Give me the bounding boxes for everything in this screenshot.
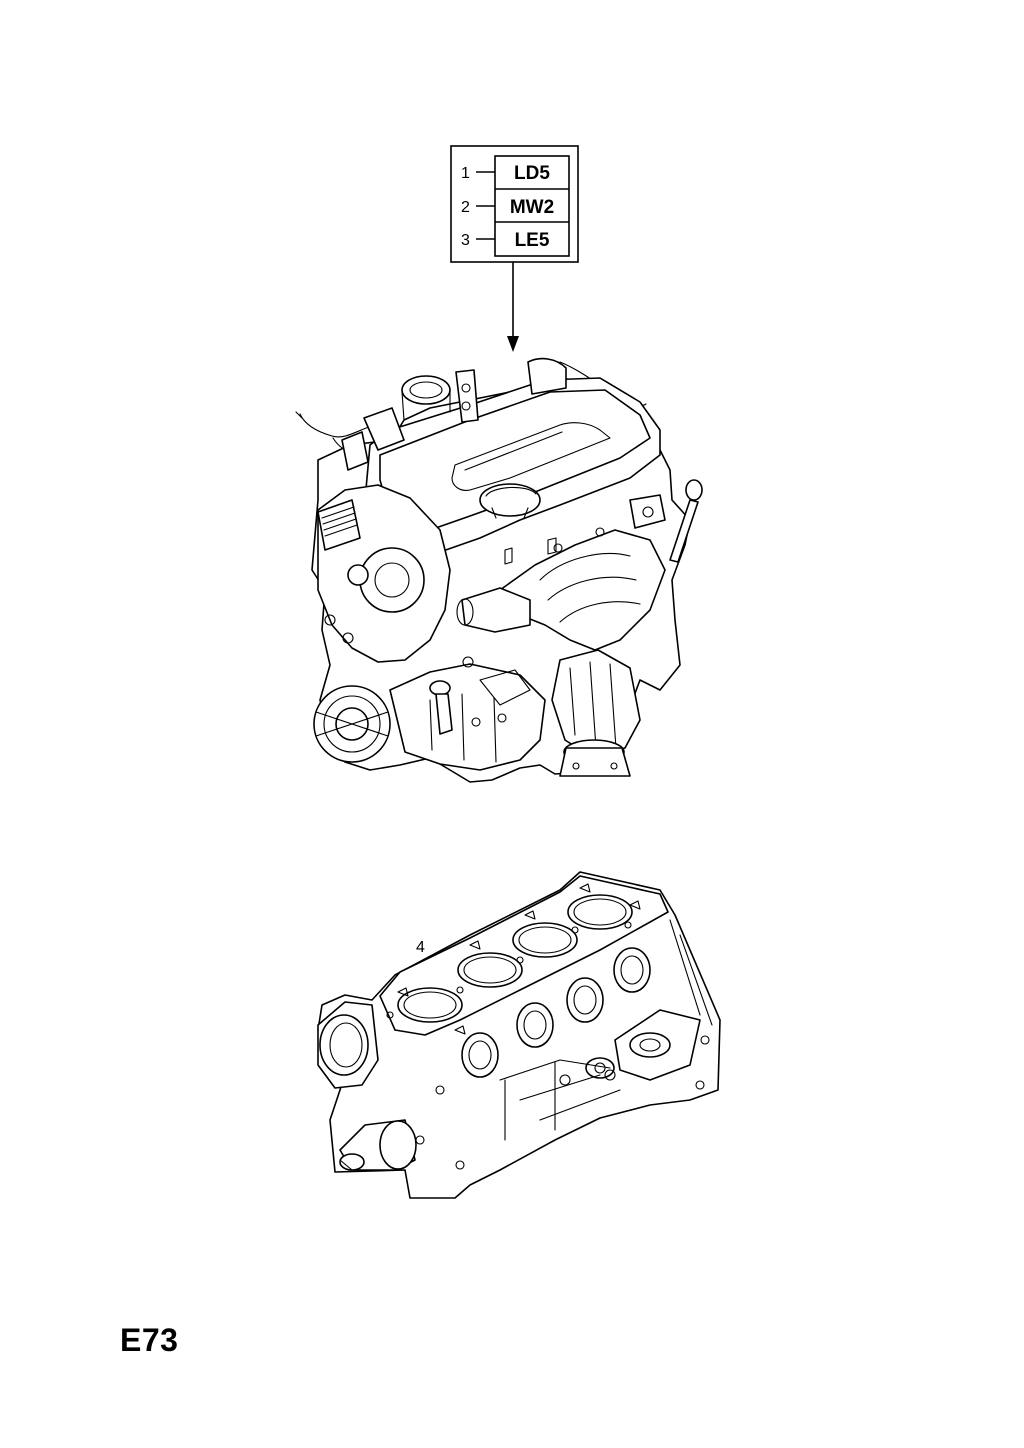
variant-number-1: 1: [461, 165, 470, 182]
variant-code-1: LD5: [514, 163, 550, 184]
variant-code-box: [494, 155, 570, 257]
complete-engine-illustration: [295, 357, 703, 783]
variant-number-3: 3: [461, 232, 470, 249]
variant-code-3: LE5: [515, 230, 550, 251]
short-block-illustration: [317, 871, 721, 1199]
page-code: E73: [120, 1322, 179, 1358]
callout-short-block: 4: [416, 939, 425, 956]
leader-arrow: [507, 262, 519, 352]
variant-table: 1 LD5 2 MW2 3 LE5: [450, 145, 579, 263]
variant-number-2: 2: [461, 199, 470, 216]
variant-code-2: MW2: [510, 197, 554, 218]
